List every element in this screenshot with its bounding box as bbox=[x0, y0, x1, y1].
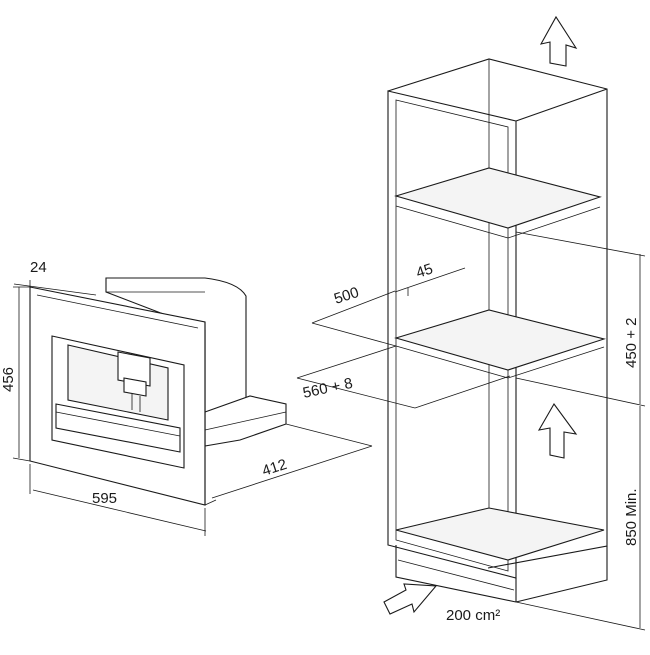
dimension-24: 24 bbox=[13, 259, 97, 296]
label-vent-area: 200 cm² bbox=[446, 607, 500, 624]
airflow-bottom-arrow bbox=[383, 583, 438, 615]
dimension-456: 456 bbox=[0, 286, 31, 462]
airflow-top-arrow bbox=[539, 15, 578, 67]
dimension-45: 45 bbox=[394, 260, 466, 296]
dimension-500: 500 bbox=[311, 284, 397, 347]
label-560: 560 + 8 bbox=[301, 375, 354, 402]
arrow-up-icon bbox=[539, 15, 578, 67]
dimension-450: 450 + 2 bbox=[515, 231, 646, 407]
dimension-412: 412 bbox=[204, 423, 373, 506]
dimension-850: 850 Min. bbox=[515, 406, 646, 631]
arrow-up-icon bbox=[537, 402, 578, 459]
cabinet-drawing bbox=[387, 58, 608, 603]
label-45: 45 bbox=[414, 260, 435, 281]
label-850: 850 Min. bbox=[623, 488, 640, 546]
arrow-in-icon bbox=[383, 583, 438, 615]
label-24: 24 bbox=[30, 259, 47, 276]
dimension-595: 595 bbox=[29, 464, 207, 536]
label-450: 450 + 2 bbox=[623, 318, 640, 368]
label-412: 412 bbox=[260, 456, 289, 480]
airflow-middle-arrow bbox=[537, 402, 578, 459]
label-500: 500 bbox=[332, 284, 361, 308]
appliance-drawing bbox=[29, 277, 287, 506]
label-595: 595 bbox=[92, 490, 117, 507]
label-456: 456 bbox=[0, 367, 17, 392]
